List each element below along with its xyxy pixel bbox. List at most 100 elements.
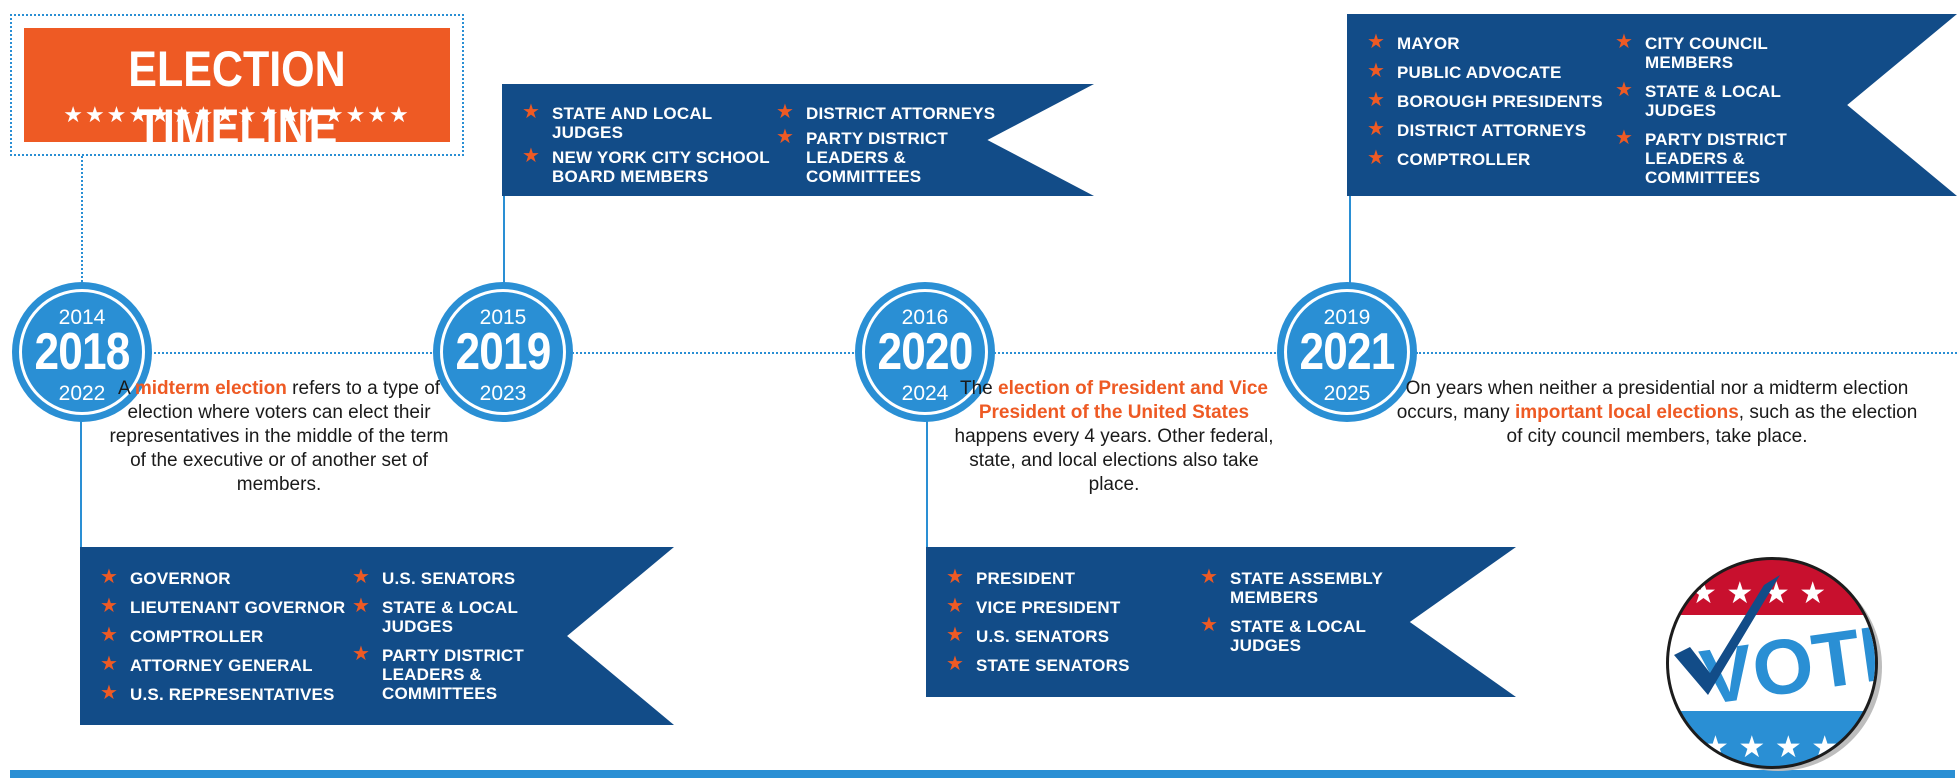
office-item: ★STATE & LOCAL JUDGES (352, 595, 518, 636)
office-item: ★U.S. SENATORS (352, 566, 516, 588)
office-item: ★GOVERNOR (100, 566, 231, 588)
title-frame (10, 14, 464, 156)
office-item: ★U.S. REPRESENTATIVES (100, 682, 335, 704)
year-main: 2021 (1299, 323, 1396, 381)
banner-column-1: ★MAYOR ★PUBLIC ADVOCATE ★BOROUGH PRESIDE… (1367, 31, 1609, 179)
office-item: ★VICE PRESIDENT (946, 595, 1121, 617)
year-bottom: 2022 (58, 382, 106, 405)
year-circle-2020: 2016 2020 2024 (855, 282, 995, 422)
bottom-rule (10, 770, 1955, 778)
star-icon: ★ (776, 126, 795, 148)
office-item: ★NEW YORK CITY SCHOOL BOARD MEMBERS (522, 145, 770, 186)
star-icon: ★ (352, 566, 371, 588)
office-item: ★CITY COUNCIL MEMBERS (1615, 31, 1768, 72)
star-icon: ★ (100, 653, 119, 675)
star-icon: ★ (1367, 118, 1386, 140)
offices-banner-2021: ★MAYOR ★PUBLIC ADVOCATE ★BOROUGH PRESIDE… (1347, 14, 1957, 196)
year-main: 2020 (877, 323, 974, 381)
year-bottom: 2024 (901, 382, 949, 405)
office-item: ★DISTRICT ATTORNEYS (1367, 118, 1587, 140)
title-connector (81, 156, 83, 282)
banner-column-2: ★DISTRICT ATTORNEYS ★PARTY DISTRICT LEAD… (776, 101, 1016, 192)
star-icon: ★ (100, 682, 119, 704)
office-item: ★PARTY DISTRICT LEADERS & COMMITTEES (352, 643, 524, 703)
page-title: ELECTION TIMELINE (128, 41, 346, 155)
star-icon: ★ (100, 566, 119, 588)
star-icon: ★ (946, 624, 965, 646)
star-icon: ★ (1615, 31, 1634, 53)
star-icon: ★ (946, 653, 965, 675)
description-2020: The election of President and Vice Presi… (954, 378, 1274, 495)
timeline-segment-4 (1416, 352, 1957, 354)
office-item: ★ATTORNEY GENERAL (100, 653, 313, 675)
office-item: ★COMPTROLLER (100, 624, 264, 646)
offices-banner-2020: ★PRESIDENT ★VICE PRESIDENT ★U.S. SENATOR… (926, 547, 1516, 697)
office-item: ★STATE AND LOCAL JUDGES (522, 101, 713, 142)
office-item: ★MAYOR (1367, 31, 1460, 53)
year-main: 2019 (455, 323, 552, 381)
office-item: ★LIEUTENANT GOVERNOR (100, 595, 346, 617)
year-main: 2018 (34, 323, 131, 381)
star-icon: ★ (1367, 31, 1386, 53)
vote-badge-icon: ★ ★ ★ ★ ★ ★ ★ ★ VOTE (1666, 557, 1882, 771)
office-item: ★PRESIDENT (946, 566, 1076, 588)
year-top: 2014 (58, 306, 106, 329)
highlight-term: midterm election (134, 378, 287, 399)
star-icon: ★ (522, 101, 541, 123)
office-item: ★STATE ASSEMBLY MEMBERS (1200, 566, 1383, 607)
star-icon: ★ (946, 595, 965, 617)
offices-banner-2019: ★STATE AND LOCAL JUDGES ★NEW YORK CITY S… (502, 84, 1094, 196)
year-circle-2019: 2015 2019 2023 (433, 282, 573, 422)
star-icon: ★ (352, 643, 371, 665)
banner-column-2: ★STATE ASSEMBLY MEMBERS ★STATE & LOCAL J… (1200, 566, 1400, 665)
star-icon: ★ (1200, 566, 1219, 588)
vote-badge: ★ ★ ★ ★ ★ ★ ★ ★ VOTE (1660, 545, 1890, 778)
office-item: ★STATE & LOCAL JUDGES (1615, 79, 1781, 120)
star-icon: ★ (352, 595, 371, 617)
office-item: ★U.S. SENATORS (946, 624, 1110, 646)
description-2018: A midterm election refers to a type of e… (109, 378, 449, 495)
star-icon: ★ (100, 624, 119, 646)
stem-2018 (80, 420, 82, 550)
timeline-segment-3 (994, 352, 1276, 354)
banner-column-2: ★CITY COUNCIL MEMBERS ★STATE & LOCAL JUD… (1615, 31, 1845, 196)
year-top: 2015 (479, 306, 527, 329)
office-item: ★STATE SENATORS (946, 653, 1130, 675)
highlight-term: important local elections (1514, 402, 1739, 423)
title-box: ELECTION TIMELINE ★★★★★★★★★★★★★★★★ (21, 25, 453, 155)
banner-column-1: ★GOVERNOR ★LIEUTENANT GOVERNOR ★COMPTROL… (100, 566, 348, 714)
stem-2020 (926, 420, 928, 550)
offices-banner-2018: ★GOVERNOR ★LIEUTENANT GOVERNOR ★COMPTROL… (80, 547, 674, 725)
star-icon: ★ (1367, 60, 1386, 82)
stem-2019 (503, 190, 505, 290)
year-top: 2019 (1323, 306, 1371, 329)
timeline-segment-1 (150, 352, 432, 354)
year-bottom: 2023 (479, 382, 527, 405)
year-bottom: 2025 (1323, 382, 1371, 405)
star-icon: ★ (522, 145, 541, 167)
office-item: ★PARTY DISTRICT LEADERS & COMMITTEES (776, 126, 948, 186)
description-2021: On years when neither a presidential nor… (1396, 378, 1918, 447)
highlight-term: election of President and Vice President… (978, 378, 1268, 423)
year-circle-2018: 2014 2018 2022 (12, 282, 152, 422)
timeline-segment-2 (572, 352, 854, 354)
office-item: ★DISTRICT ATTORNEYS (776, 101, 996, 123)
banner-column-1: ★PRESIDENT ★VICE PRESIDENT ★U.S. SENATOR… (946, 566, 1186, 685)
office-item: ★COMPTROLLER (1367, 147, 1531, 169)
office-item: ★BOROUGH PRESIDENTS (1367, 89, 1603, 111)
stem-2021 (1349, 190, 1351, 290)
banner-column-2: ★U.S. SENATORS ★STATE & LOCAL JUDGES ★PA… (352, 566, 592, 713)
star-icon: ★ (1200, 614, 1219, 636)
year-top: 2016 (901, 306, 949, 329)
year-circle-2021: 2019 2021 2025 (1277, 282, 1417, 422)
star-icon: ★ (776, 101, 795, 123)
star-icon: ★ (1367, 89, 1386, 111)
star-icon: ★ (946, 566, 965, 588)
star-icon: ★ (100, 595, 119, 617)
star-icon: ★ (1615, 127, 1634, 149)
office-item: ★PARTY DISTRICT LEADERS & COMMITTEES (1615, 127, 1787, 187)
office-item: ★PUBLIC ADVOCATE (1367, 60, 1562, 82)
star-icon: ★ (1615, 79, 1634, 101)
banner-column-1: ★STATE AND LOCAL JUDGES ★NEW YORK CITY S… (522, 101, 770, 192)
star-icon: ★ (1367, 147, 1386, 169)
